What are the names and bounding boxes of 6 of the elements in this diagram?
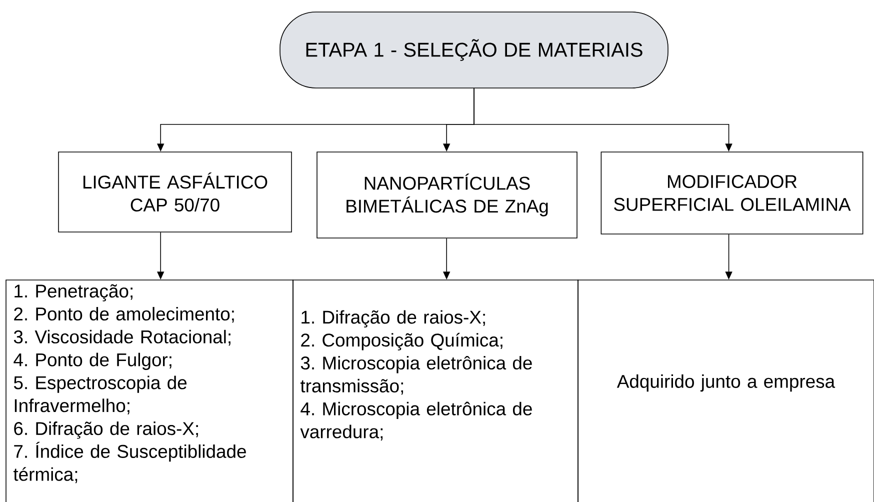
material-box: NANOPARTÍCULAS BIMETÁLICAS DE ZnAg [316, 152, 578, 238]
table-cell: 1. Penetração; 2. Ponto de amolecimento; 3. Viscosidade Rotacional; 4. Ponto de Fulgor; 5. Espectroscopia de Infravermelho; 6. Difração de raios-X; 7. Índice de Susceptiblidade térmica; [6, 280, 294, 502]
material-box: MODIFICADOR SUPERFICIAL OLEILAMINA [600, 152, 864, 234]
table-cell: Adquirido junto a empresa [578, 280, 874, 502]
table-cell: 1. Difração de raios-X; 2. Composição Química; 3. Microscopia eletrônica de transmissão; 4. Microscopia eletrônica de varredura; [292, 280, 578, 502]
material-box: LIGANTE ASFÁLTICO CAP 50/70 [58, 152, 292, 232]
